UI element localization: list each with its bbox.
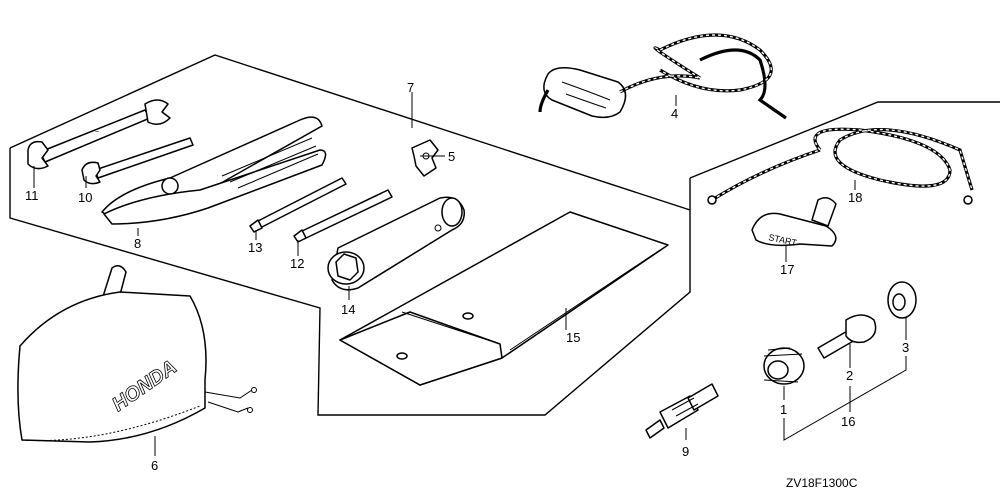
callout-14: 14 [341,302,355,317]
callout-17: 17 [780,262,794,277]
callout-4: 4 [671,106,678,121]
knob-1 [763,347,805,385]
tool-bag-15 [339,211,669,386]
callout-12: 12 [290,256,304,271]
engine-cover-6: HONDA [17,265,257,443]
callout-5: 5 [448,149,455,164]
callout-15: 15 [566,330,580,345]
callout-16: 16 [841,414,855,429]
shaft-2 [817,314,877,359]
plug-wrench-14 [327,196,465,291]
leader-lines [33,92,907,456]
callout-3: 3 [902,340,909,355]
starter-rope-18 [707,127,974,205]
callout-1: 1 [780,402,787,417]
starter-grip-4 [538,33,787,120]
callout-10: 10 [78,190,92,205]
wrench-11: ~ [27,99,171,170]
screwdriver-12 [293,189,393,243]
callout-9: 9 [682,444,689,459]
callout-6: 6 [151,458,158,473]
callout-7: 7 [407,80,414,95]
callout-18: 18 [848,190,862,205]
svg-text:~: ~ [95,129,99,136]
starter-handle-17: START [751,197,837,248]
callout-13: 13 [248,240,262,255]
callout-2: 2 [846,368,853,383]
screwdriver-13 [249,177,347,233]
callout-11: 11 [25,188,39,203]
clip-5 [411,139,439,177]
spark-plug-9 [645,383,719,439]
pliers-8 [101,116,327,225]
grommet-3 [887,281,917,319]
tool-kit-boundary [9,54,691,416]
starter-parts-boundary [689,101,1000,210]
diagram-part-code: ZV18F1300C [786,476,858,490]
callout-8: 8 [134,236,141,251]
